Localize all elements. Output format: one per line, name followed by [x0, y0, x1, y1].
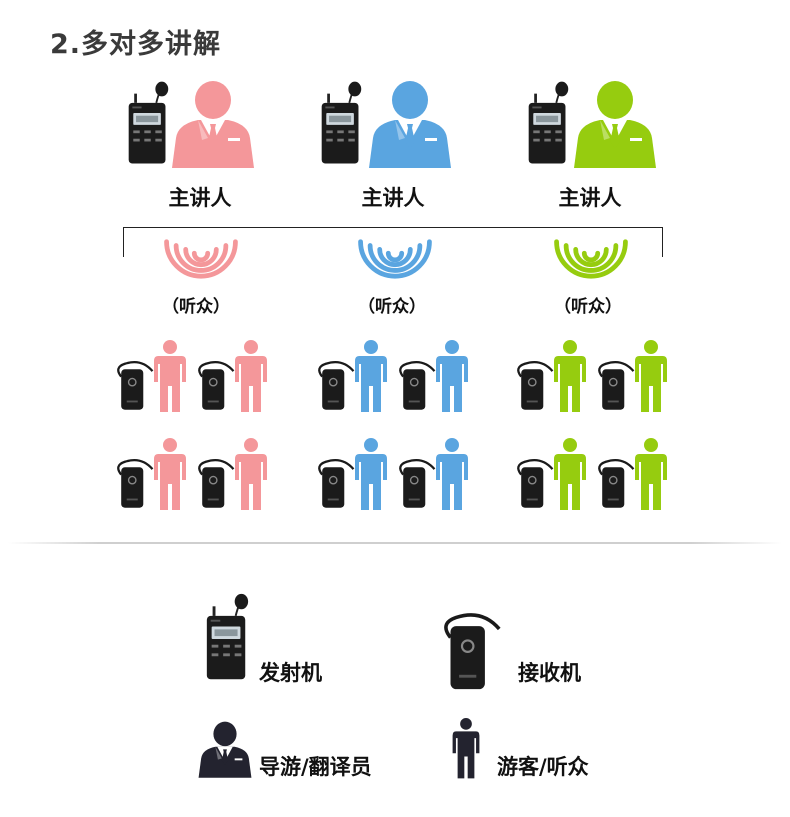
receiver-icon — [112, 454, 158, 510]
listener-label-2: （听众） — [358, 297, 426, 317]
listener-person-icon — [552, 340, 588, 414]
legend-guide-label: 导游/翻译员 — [259, 755, 372, 779]
signal-wave-icon — [552, 236, 630, 280]
listener-person-icon — [152, 340, 188, 414]
receiver-icon — [193, 356, 239, 412]
speaker-person-icon — [365, 80, 455, 170]
speaker-label-2: 主讲人 — [361, 186, 425, 210]
listener-person-icon — [353, 340, 389, 414]
legend-receiver-label: 接收机 — [518, 661, 581, 685]
listener-person-icon — [434, 438, 470, 512]
receiver-icon — [193, 454, 239, 510]
speaker-label-3: 主讲人 — [558, 186, 622, 210]
listener-label-1: （听众） — [162, 297, 230, 317]
receiver-icon — [394, 356, 440, 412]
section-divider — [8, 542, 782, 544]
transmitter-icon — [525, 78, 571, 170]
transmitter-icon — [203, 592, 251, 684]
listener-person-icon — [633, 438, 669, 512]
receiver-icon — [394, 454, 440, 510]
receiver-icon — [434, 606, 510, 692]
speaker-person-icon — [168, 80, 258, 170]
receiver-icon — [313, 356, 359, 412]
listener-label-3: （听众） — [554, 297, 622, 317]
speaker-person-icon — [196, 719, 254, 781]
receiver-icon — [313, 454, 359, 510]
listener-person-icon — [353, 438, 389, 512]
listener-person-icon — [233, 438, 269, 512]
listener-person-icon — [450, 718, 482, 780]
receiver-icon — [593, 454, 639, 510]
speaker-label-1: 主讲人 — [168, 186, 232, 210]
legend-listener-label: 游客/听众 — [497, 755, 589, 779]
receiver-icon — [512, 356, 558, 412]
signal-wave-icon — [162, 236, 240, 280]
receiver-icon — [593, 356, 639, 412]
group-bracket — [123, 227, 663, 257]
legend-transmitter-label: 发射机 — [259, 661, 322, 685]
listener-person-icon — [434, 340, 470, 414]
listener-person-icon — [552, 438, 588, 512]
receiver-icon — [512, 454, 558, 510]
transmitter-icon — [125, 78, 171, 170]
signal-wave-icon — [356, 236, 434, 280]
listener-person-icon — [152, 438, 188, 512]
transmitter-icon — [318, 78, 364, 170]
listener-person-icon — [233, 340, 269, 414]
receiver-icon — [112, 356, 158, 412]
listener-person-icon — [633, 340, 669, 414]
page-title: 2.多对多讲解 — [50, 29, 222, 60]
speaker-person-icon — [570, 80, 660, 170]
